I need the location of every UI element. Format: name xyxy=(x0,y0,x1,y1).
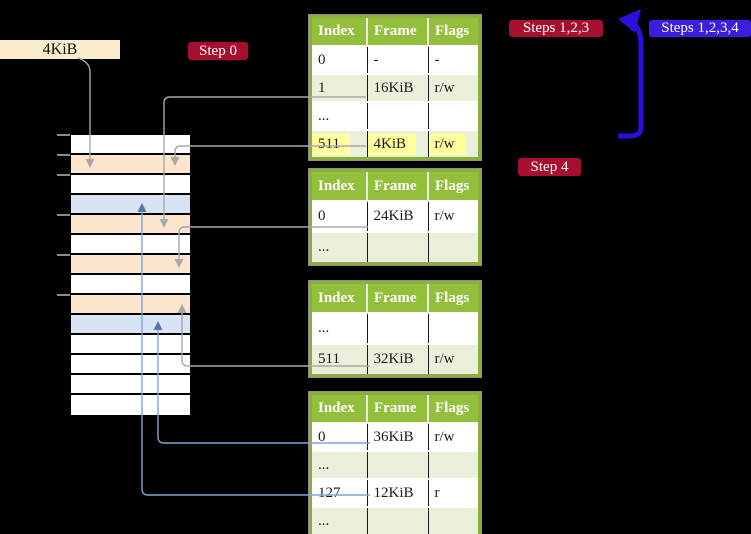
cell-value: 511 xyxy=(318,351,340,367)
memory-strip xyxy=(71,135,190,415)
highlighted-cell-value: 4KiB xyxy=(368,133,417,155)
steps-123-label: Steps 1,2,3 xyxy=(509,20,603,37)
cell-value: 127 xyxy=(318,484,341,501)
memory-row xyxy=(71,235,190,255)
column-header-frame: Frame xyxy=(366,395,428,423)
table-row-highlighted: 511 4KiB r/w xyxy=(312,130,478,157)
column-header-index: Index xyxy=(312,395,367,423)
memory-row xyxy=(71,275,190,295)
memory-row xyxy=(71,255,190,275)
table-row: 127 12KiB r xyxy=(312,479,478,507)
memory-row xyxy=(71,215,190,235)
tick-mark xyxy=(57,254,70,256)
table-row: 0 36KiB r/w xyxy=(312,423,478,451)
table-row: 511 32KiB r/w xyxy=(312,344,478,374)
cell-value: r/w xyxy=(434,351,455,367)
memory-row xyxy=(71,315,190,335)
page-table-3: Index Frame Flags ... 511 32KiB r/w xyxy=(312,284,478,374)
column-header-flags: Flags xyxy=(427,395,478,423)
steps-1234-label: Steps 1,2,3,4 xyxy=(649,20,751,37)
memory-row xyxy=(71,335,190,355)
memory-row xyxy=(71,395,190,415)
cell-value: r/w xyxy=(434,428,455,445)
big-blue-steps-arrow xyxy=(618,9,644,139)
highlighted-cell-value: 511 xyxy=(312,133,350,155)
column-header-flags: Flags xyxy=(427,172,478,201)
memory-row xyxy=(71,155,190,175)
cell-value: ... xyxy=(318,320,330,336)
column-header-index: Index xyxy=(312,172,367,201)
cell-value: 36KiB xyxy=(373,428,414,445)
frame-size-box: 4KiB xyxy=(0,40,120,59)
step-0-label: Step 0 xyxy=(188,42,248,60)
cell-value: 0 xyxy=(318,208,326,224)
cell-value: r xyxy=(434,484,440,501)
cell-value: r/w xyxy=(434,79,455,96)
page-table-4: Index Frame Flags 0 36KiB r/w ... 127 12… xyxy=(312,395,478,534)
cell-value: ... xyxy=(318,512,330,529)
column-header-index: Index xyxy=(312,18,367,46)
tick-mark xyxy=(57,154,70,156)
cell-value: ... xyxy=(318,239,330,255)
cell-value: 12KiB xyxy=(373,484,414,501)
page-table-2: Index Frame Flags 0 24KiB r/w ... xyxy=(312,172,478,262)
column-header-frame: Frame xyxy=(366,18,428,46)
column-header-frame: Frame xyxy=(366,172,428,201)
memory-row xyxy=(71,135,190,155)
tick-mark xyxy=(57,294,70,296)
table-header-row: Index Frame Flags xyxy=(312,172,478,201)
page-table-1: Index Frame Flags 0 - - 1 16KiB r/w ... … xyxy=(312,18,478,157)
tick-mark xyxy=(57,214,70,216)
cell-value: 32KiB xyxy=(373,351,414,367)
cell-value: 0 xyxy=(318,51,326,68)
cell-value: ... xyxy=(318,456,330,473)
step-4-label: Step 4 xyxy=(518,158,581,176)
cell-value: 0 xyxy=(318,428,326,445)
column-header-flags: Flags xyxy=(427,18,478,46)
memory-row xyxy=(71,295,190,315)
table-row: ... xyxy=(312,232,478,262)
tick-mark xyxy=(57,174,70,176)
tick-mark xyxy=(57,134,70,136)
table-row: 0 24KiB r/w xyxy=(312,201,478,232)
cell-value: - xyxy=(373,51,379,68)
memory-row xyxy=(71,375,190,395)
table-header-row: Index Frame Flags xyxy=(312,18,478,46)
cell-value: - xyxy=(434,51,440,68)
column-header-frame: Frame xyxy=(366,284,428,313)
memory-row xyxy=(71,175,190,195)
memory-row xyxy=(71,195,190,215)
table-header-row: Index Frame Flags xyxy=(312,395,478,423)
cell-value: 16KiB xyxy=(373,79,414,96)
cell-value: 1 xyxy=(318,79,326,96)
table-row: ... xyxy=(312,507,478,534)
table-header-row: Index Frame Flags xyxy=(312,284,478,313)
table-row: 1 16KiB r/w xyxy=(312,74,478,102)
table-row: ... xyxy=(312,102,478,130)
table-row: 0 - - xyxy=(312,46,478,74)
memory-row xyxy=(71,355,190,375)
cell-value: 24KiB xyxy=(373,208,414,224)
table-row: ... xyxy=(312,313,478,344)
column-header-index: Index xyxy=(312,284,367,313)
cell-value: r/w xyxy=(434,208,455,224)
table-row: ... xyxy=(312,451,478,479)
cell-value: ... xyxy=(318,107,330,124)
column-header-flags: Flags xyxy=(427,284,478,313)
highlighted-cell-value: r/w xyxy=(429,133,465,155)
